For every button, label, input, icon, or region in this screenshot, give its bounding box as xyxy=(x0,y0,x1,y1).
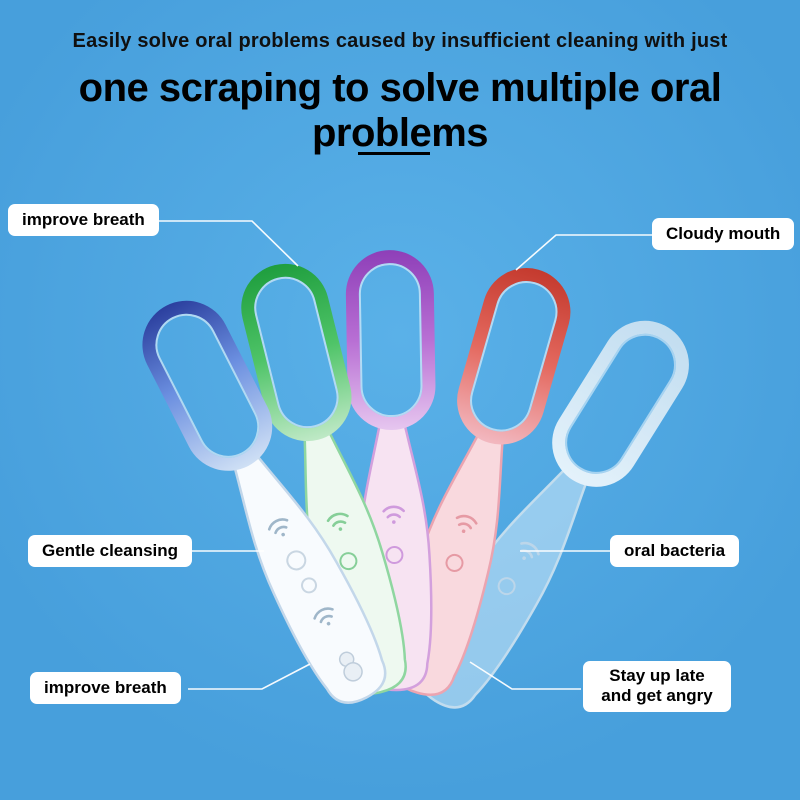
callout-oral-bacteria: oral bacteria xyxy=(610,535,740,568)
wifi-icon xyxy=(455,514,478,534)
title-underline xyxy=(358,152,430,155)
deco-ring-icon xyxy=(286,550,307,571)
deco-ring-icon xyxy=(497,577,516,596)
deco-ring-icon xyxy=(445,553,464,572)
wifi-icon xyxy=(267,518,289,537)
scraper-blue xyxy=(142,300,387,704)
wifi-icon xyxy=(382,505,405,524)
callout-cloudy-mouth: Cloudy mouth xyxy=(652,218,795,251)
wifi-icon xyxy=(313,607,334,626)
wifi-icon xyxy=(326,512,349,531)
deco-ring-icon xyxy=(385,546,404,565)
deco-ring-icon xyxy=(301,577,318,594)
page-title: one scraping to solve multiple oral prob… xyxy=(78,66,722,155)
header-subtitle: Easily solve oral problems caused by ins… xyxy=(72,30,728,52)
callout-gentle-cleansing: Gentle cleansing xyxy=(28,535,193,568)
callout-improve-breath-bottom: improve breath xyxy=(30,672,181,705)
callout-improve-breath-top: improve breath xyxy=(8,204,159,237)
hang-hole xyxy=(338,651,363,682)
deco-ring-icon xyxy=(339,552,358,571)
callout-stay-up-late: Stay up late and get angry xyxy=(583,661,731,712)
